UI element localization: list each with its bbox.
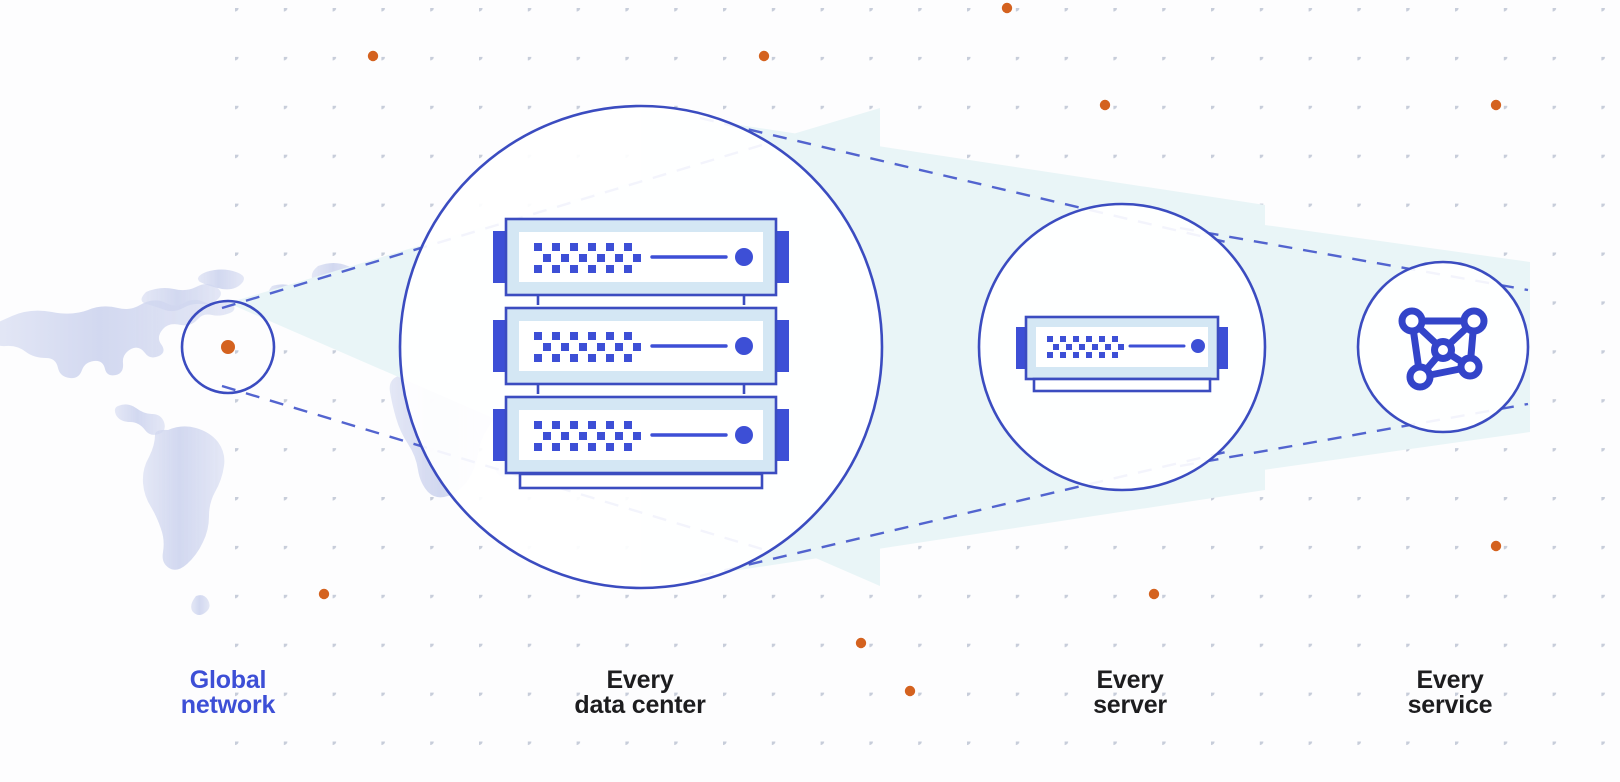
- mesh-node: [1460, 307, 1488, 335]
- server-base: [1032, 377, 1212, 393]
- highlight-dot: [1148, 588, 1160, 600]
- server-unit: [493, 217, 789, 297]
- mesh-node: [1431, 338, 1455, 362]
- map-marker-dot-icon: [221, 340, 235, 354]
- server-rack-icon: [493, 217, 789, 490]
- mesh-node: [1457, 354, 1483, 380]
- dashed-guide-server-top: [1179, 226, 1529, 292]
- highlight-dot: [758, 50, 770, 62]
- status-led-icon: [735, 426, 753, 444]
- service-group: [1356, 260, 1530, 434]
- rack-base: [518, 472, 764, 490]
- mesh-node: [1406, 363, 1434, 391]
- vent-dots-icon: [1047, 336, 1124, 358]
- data-center-group: [398, 104, 884, 590]
- vent-dots-icon: [534, 332, 641, 362]
- highlight-dot: [367, 50, 379, 62]
- server-unit: [493, 395, 789, 475]
- highlight-dot: [855, 637, 867, 649]
- dashed-guide-server-bottom: [1179, 402, 1529, 468]
- mesh-node: [1398, 307, 1426, 335]
- stage-label-every-server: Every server: [1093, 666, 1167, 719]
- globe-focus-circle: [180, 299, 276, 395]
- stage-label-global-network: Global network: [180, 666, 276, 719]
- single-server-icon: [1016, 315, 1228, 393]
- highlight-dot: [1490, 99, 1502, 111]
- stage-label-every-service: Every service: [1407, 666, 1493, 719]
- status-led-icon: [735, 337, 753, 355]
- server-group: [977, 202, 1267, 492]
- globe-focus-group: [180, 299, 276, 395]
- highlight-dot: [318, 588, 330, 600]
- highlight-dot: [1490, 540, 1502, 552]
- vent-dots-icon: [534, 421, 641, 451]
- server-unit: [493, 306, 789, 386]
- highlight-dot: [904, 685, 916, 697]
- vent-dots-icon: [534, 243, 641, 273]
- network-mesh-icon: [1398, 307, 1488, 391]
- highlight-dot: [1001, 2, 1013, 14]
- status-led-icon: [1191, 339, 1205, 353]
- highlight-dot: [1099, 99, 1111, 111]
- status-led-icon: [735, 248, 753, 266]
- stage-label-every-data-center: Every data center: [574, 666, 706, 719]
